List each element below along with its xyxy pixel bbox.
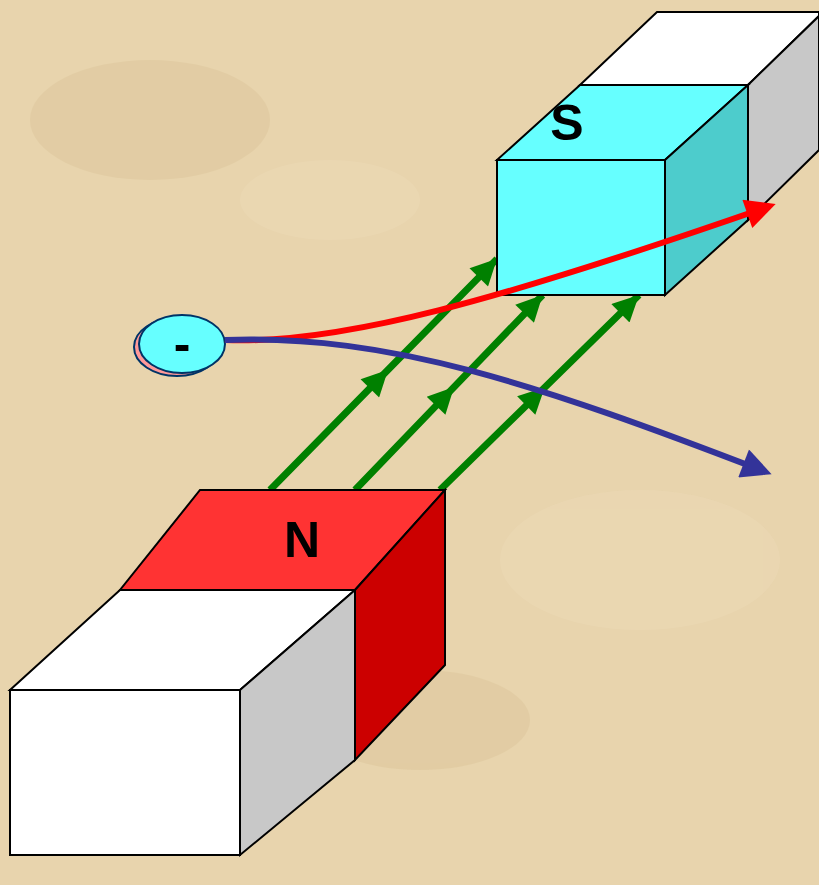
north-pole-outline bbox=[120, 490, 445, 760]
pole-face-front bbox=[497, 160, 665, 295]
pole-label: - bbox=[174, 319, 191, 369]
texture-blot bbox=[500, 490, 780, 630]
field-line bbox=[355, 295, 543, 490]
north-pole: N bbox=[120, 490, 445, 760]
deflected-path bbox=[225, 206, 770, 340]
label-holder: S bbox=[550, 98, 583, 148]
south-pole: S bbox=[497, 85, 748, 295]
pole-face-side bbox=[355, 490, 445, 760]
south-pole-outline bbox=[497, 85, 748, 295]
magnet-body-side bbox=[240, 590, 355, 855]
texture-blot bbox=[240, 160, 420, 240]
electron-disc bbox=[139, 315, 225, 373]
label-holder: - bbox=[174, 319, 191, 369]
magnet-body-side bbox=[748, 16, 819, 220]
deflected-path bbox=[225, 340, 766, 472]
pole-label: S bbox=[550, 98, 583, 148]
pole-face-side bbox=[665, 85, 748, 295]
magnet-body-front bbox=[10, 690, 240, 855]
label-holder: N bbox=[284, 515, 320, 565]
texture-blot bbox=[30, 60, 270, 180]
pole-label: N bbox=[284, 515, 320, 565]
field-line bbox=[440, 295, 639, 490]
electron: - bbox=[135, 313, 227, 377]
